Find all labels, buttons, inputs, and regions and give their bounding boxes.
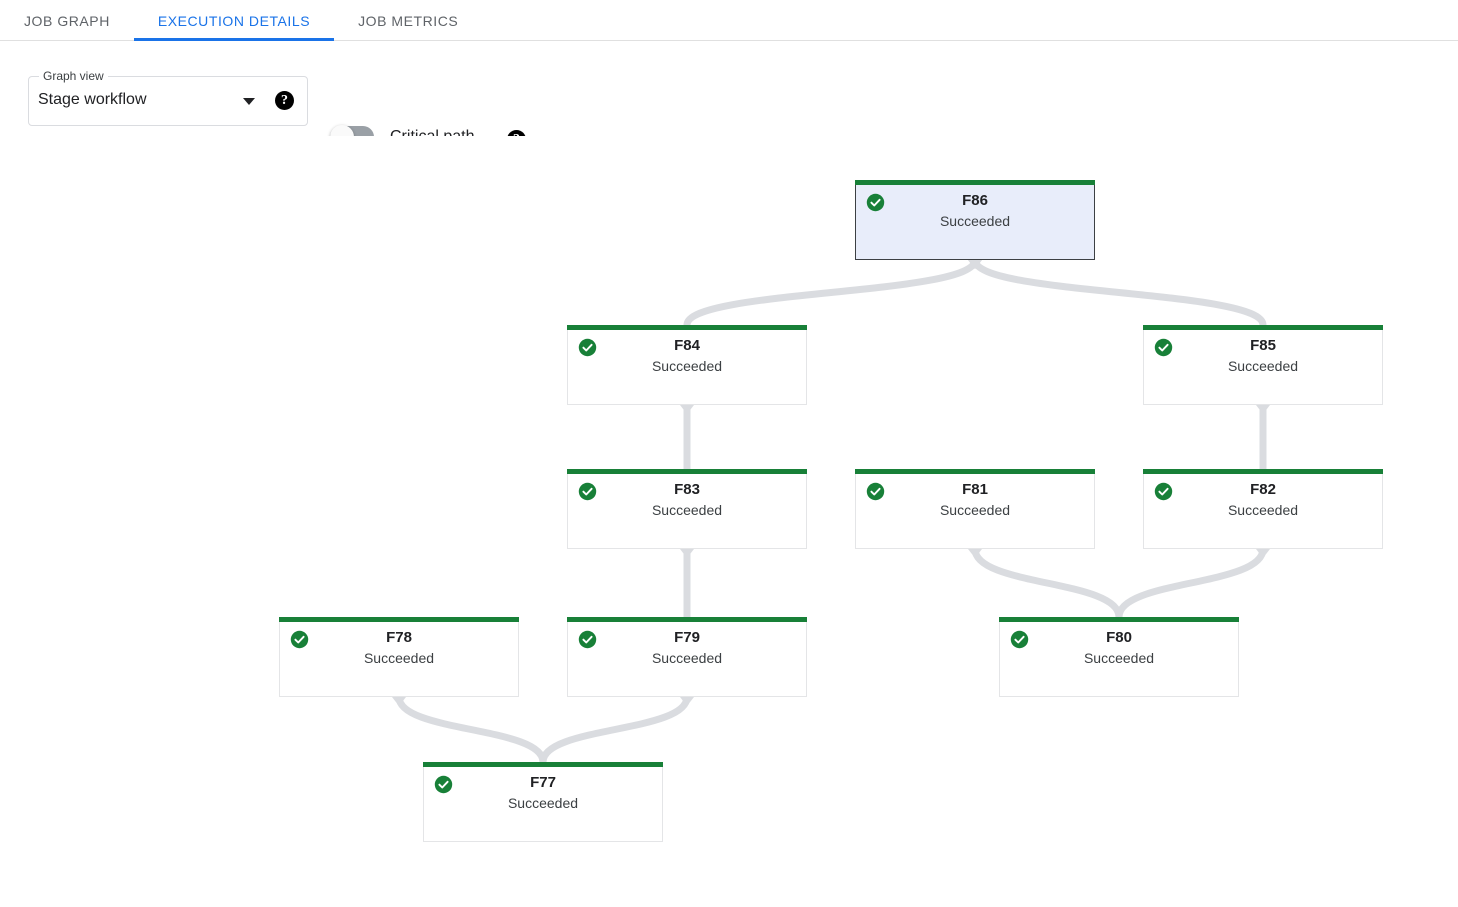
node-title: F84 <box>674 337 700 354</box>
node-status-text: Succeeded <box>651 502 723 518</box>
tab-bar: JOB GRAPH EXECUTION DETAILS JOB METRICS <box>0 0 1458 41</box>
node-status-bar <box>567 325 807 330</box>
graph-edge-nub <box>680 697 694 706</box>
graph-edge-layer <box>392 256 1270 766</box>
graph-edge-nub <box>392 697 406 706</box>
check-circle-icon <box>1010 630 1029 649</box>
help-icon-graph-view[interactable]: ? <box>275 91 294 110</box>
node-status-text: Succeeded <box>1083 650 1155 666</box>
node-status-text: Succeeded <box>939 502 1011 518</box>
graph-edge-nub <box>1256 405 1270 414</box>
graph-edge-f79-f77 <box>539 693 691 766</box>
tab-job-metrics[interactable]: JOB METRICS <box>334 0 482 41</box>
node-title: F85 <box>1250 337 1276 354</box>
tab-label: JOB GRAPH <box>24 12 110 29</box>
graph-toolbar: Graph view Stage workflow ? Critical pat… <box>0 41 1458 149</box>
graph-edge-nub <box>968 260 982 269</box>
graph-edge-nub <box>968 549 982 558</box>
check-circle-icon <box>866 193 885 212</box>
node-status-bar <box>567 469 807 474</box>
graph-edge-f86-f84 <box>683 256 979 329</box>
graph-view-label: Graph view <box>39 69 108 83</box>
check-circle-icon <box>1154 338 1173 357</box>
graph-edge-f86-f85 <box>971 256 1267 329</box>
tab-execution-details[interactable]: EXECUTION DETAILS <box>133 0 335 41</box>
check-circle-icon <box>578 482 597 501</box>
graph-edge-f82-f80 <box>1115 545 1267 621</box>
node-status-bar <box>855 469 1095 474</box>
node-status-bar <box>423 762 663 767</box>
node-title: F77 <box>530 774 556 791</box>
node-title: F79 <box>674 629 700 646</box>
node-title: F82 <box>1250 481 1276 498</box>
check-circle-icon <box>434 775 453 794</box>
check-circle-icon <box>866 482 885 501</box>
node-status-text: Succeeded <box>651 358 723 374</box>
node-title: F81 <box>962 481 988 498</box>
node-status-bar <box>567 617 807 622</box>
node-title: F86 <box>962 192 988 209</box>
node-status-text: Succeeded <box>651 650 723 666</box>
tab-job-graph[interactable]: JOB GRAPH <box>0 0 134 41</box>
node-title: F83 <box>674 481 700 498</box>
node-status-text: Succeeded <box>1227 358 1299 374</box>
graph-edge-f78-f77 <box>395 693 547 766</box>
node-title: F80 <box>1106 629 1132 646</box>
graph-edge-nub <box>1256 549 1270 558</box>
graph-edge-nub <box>680 549 694 558</box>
graph-edge-f81-f80 <box>971 545 1123 621</box>
node-status-text: Succeeded <box>507 795 579 811</box>
node-status-bar <box>1143 325 1383 330</box>
graph-edge-nub <box>680 405 694 414</box>
node-status-bar <box>999 617 1239 622</box>
check-circle-icon <box>578 338 597 357</box>
chevron-down-icon[interactable] <box>243 98 255 105</box>
node-status-text: Succeeded <box>939 213 1011 229</box>
check-circle-icon <box>1154 482 1173 501</box>
tab-label: EXECUTION DETAILS <box>157 12 311 29</box>
tab-label: JOB METRICS <box>358 12 459 29</box>
graph-view-select[interactable]: Graph view Stage workflow <box>28 69 308 126</box>
node-status-text: Succeeded <box>363 650 435 666</box>
node-status-text: Succeeded <box>1227 502 1299 518</box>
node-status-bar <box>1143 469 1383 474</box>
check-circle-icon <box>290 630 309 649</box>
node-title: F78 <box>386 629 412 646</box>
node-status-bar <box>855 180 1095 185</box>
graph-view-value: Stage workflow <box>38 91 147 108</box>
check-circle-icon <box>578 630 597 649</box>
node-status-bar <box>279 617 519 622</box>
